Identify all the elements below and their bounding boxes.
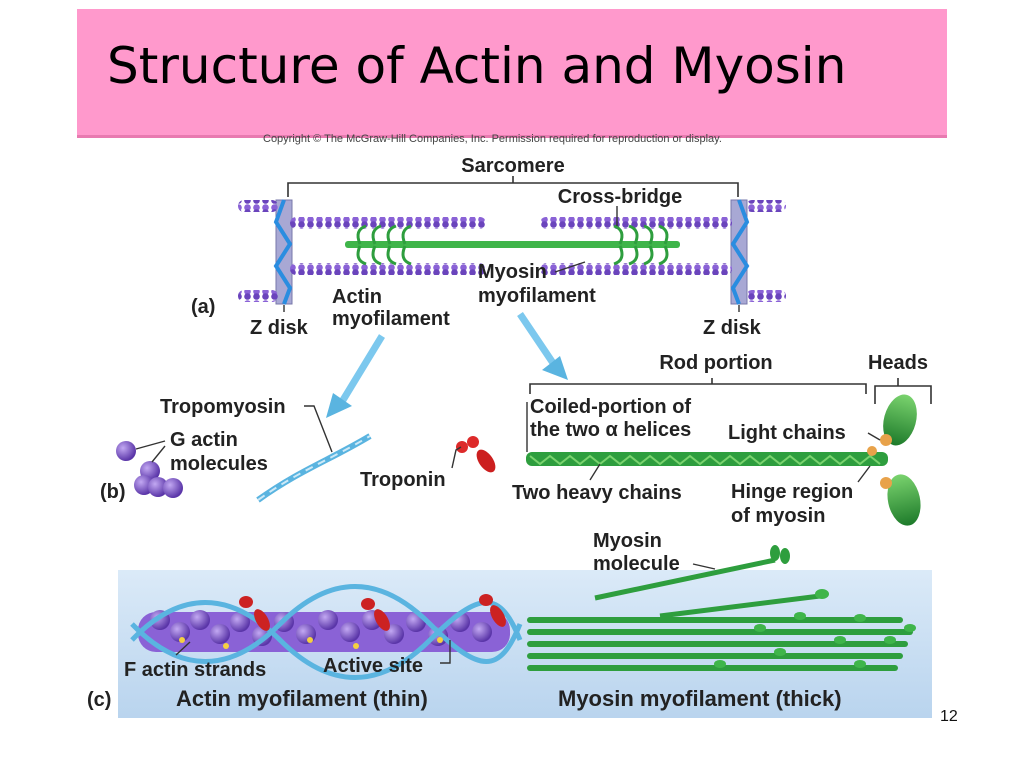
heads-bracket	[874, 385, 932, 404]
slide-title: Structure of Actin and Myosin	[107, 37, 847, 95]
rod-portion-bracket	[529, 383, 867, 394]
isolated-myosin-molecule	[594, 545, 790, 601]
caption-actin-myofilament: Actin myofilament (thin)	[176, 686, 428, 711]
troponin	[456, 436, 496, 473]
thick-filament	[527, 589, 916, 671]
z-disk-left	[273, 199, 293, 305]
label-heads: Heads	[868, 352, 928, 374]
z-disk-right	[730, 199, 750, 305]
label-tropomyosin: Tropomyosin	[160, 396, 286, 418]
label-rod-portion: Rod portion	[659, 352, 772, 374]
myosin-thick-filament	[345, 224, 680, 266]
label-coiled-line2: the two α helices	[530, 419, 691, 441]
label-z-disk-left: Z disk	[250, 317, 309, 339]
label-sarcomere: Sarcomere	[461, 155, 564, 177]
myosin-pointer	[554, 261, 586, 273]
label-cross-bridge: Cross-bridge	[558, 186, 682, 208]
g-actin-molecules	[116, 441, 183, 498]
label-myosin-line2: myofilament	[478, 285, 596, 307]
title-band: Structure of Actin and Myosin	[77, 9, 947, 138]
label-coiled-line1: Coiled-portion of	[530, 396, 691, 418]
label-f-actin-strands: F actin strands	[124, 659, 266, 681]
label-g-actin-line2: molecules	[170, 453, 268, 475]
myosin-molecule-diagram	[526, 378, 932, 526]
label-myosin-molecule-line1: Myosin	[593, 530, 662, 552]
panel-b-tag: (b)	[100, 481, 126, 503]
label-hinge-line1: Hinge region	[731, 481, 853, 503]
label-myosin-molecule-line2: molecule	[593, 553, 680, 575]
panel-a-tag: (a)	[191, 296, 215, 318]
label-myosin-line1: Myosin	[478, 261, 547, 283]
panel-b-molecules: Tropomyosin G actin molecules (b) Tropon…	[100, 352, 932, 527]
caption-myosin-myofilament: Myosin myofilament (thick)	[558, 686, 842, 711]
label-active-site: Active site	[323, 655, 423, 677]
label-troponin: Troponin	[360, 469, 446, 491]
label-g-actin-line1: G actin	[170, 429, 238, 451]
panel-c-tag: (c)	[87, 689, 111, 711]
slide-number: 12	[940, 708, 958, 725]
label-z-disk-right: Z disk	[703, 317, 762, 339]
label-light-chains: Light chains	[728, 422, 846, 444]
panel-a-sarcomere: Sarcomere Cross-bridge Actin myofilament…	[191, 155, 786, 339]
label-actin-line1: Actin	[332, 286, 382, 308]
label-two-heavy-chains: Two heavy chains	[512, 482, 682, 504]
thin-filament	[130, 584, 523, 680]
label-hinge-line2: of myosin	[731, 505, 825, 527]
label-actin-line2: myofilament	[332, 308, 450, 330]
copyright-notice: Copyright © The McGraw-Hill Companies, I…	[263, 133, 722, 145]
panel-c-filaments: Myosin molecule F actin strands Active s…	[87, 530, 932, 718]
connector-arrows	[326, 312, 568, 418]
actin-filaments	[238, 200, 786, 302]
tropomyosin-strand	[256, 433, 372, 503]
